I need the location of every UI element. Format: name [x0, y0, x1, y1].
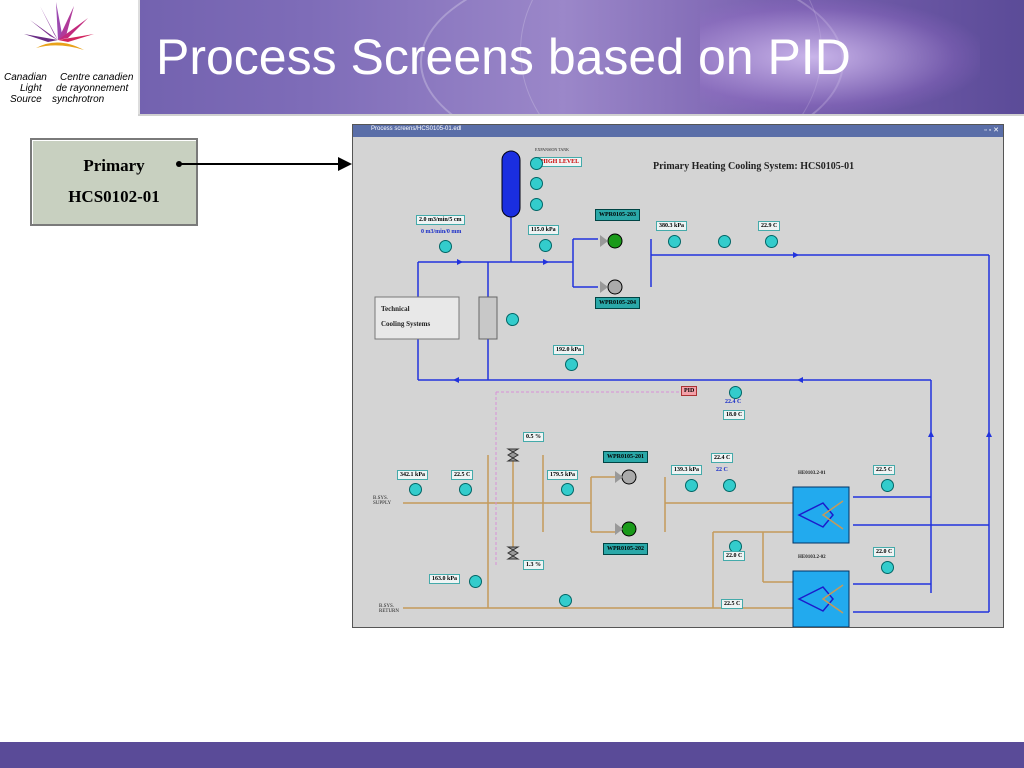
temperature-blue: 22.4 C — [725, 399, 742, 405]
flow-reading-blue: 0 m3/min/0 mm — [421, 229, 462, 235]
temperature-sensor-icon[interactable] — [881, 561, 894, 574]
window-controls[interactable]: ▫ ▫ ✕ — [984, 127, 999, 134]
window-titlebar[interactable]: Process screens/HCS0105-01.edl ▫ ▫ ✕ — [353, 125, 1003, 137]
callout-arrow — [176, 157, 352, 171]
pressure-sensor-icon[interactable] — [685, 479, 698, 492]
temperature-sensor-icon[interactable] — [723, 479, 736, 492]
logo-text: Source — [10, 94, 42, 105]
pressure-reading[interactable]: 380.3 kPa — [656, 221, 688, 231]
temperature-reading[interactable]: 22.4 C — [711, 453, 734, 463]
pressure-sensor-icon[interactable] — [539, 239, 552, 252]
pressure-sensor-icon[interactable] — [561, 483, 574, 496]
temperature-sensor-icon[interactable] — [459, 483, 472, 496]
pump-label[interactable]: WPR0105-202 — [603, 543, 648, 555]
expansion-tank-label: EXPANSION TANK — [535, 147, 570, 152]
slide-footer — [0, 742, 1024, 768]
flow-sensor-icon[interactable] — [718, 235, 731, 248]
callout-line2: HCS0102-01 — [68, 187, 160, 206]
pump-label[interactable]: WPR0105-203 — [595, 209, 640, 221]
temperature-reading[interactable]: 22.5 C — [451, 470, 474, 480]
pressure-reading[interactable]: 163.0 kPa — [429, 574, 461, 584]
logo-text: Canadian — [4, 72, 47, 83]
filter-sensor-icon[interactable] — [506, 313, 519, 326]
pressure-reading[interactable]: 139.3 kPa — [671, 465, 703, 475]
temperature-reading[interactable]: 18.0 C — [723, 410, 746, 420]
temperature-blue: 22 C — [716, 467, 728, 473]
pressure-reading[interactable]: 179.5 kPa — [547, 470, 579, 480]
supply-label: B.SYS. SUPPLY — [373, 496, 392, 506]
flow-sensor-icon[interactable] — [559, 594, 572, 607]
high-level-alarm[interactable]: HIGH LEVEL — [538, 157, 583, 167]
slide-header — [0, 0, 1024, 182]
pressure-sensor-icon[interactable] — [409, 483, 422, 496]
hx-label: HE0103.2-01 — [798, 471, 826, 476]
pump-label[interactable]: WPR0105-204 — [595, 297, 640, 309]
protein-graphic — [700, 0, 980, 114]
cls-star-icon — [24, 2, 94, 50]
primary-callout-box: Primary HCS0102-01 — [30, 138, 198, 226]
pressure-reading[interactable]: 115.0 kPa — [528, 225, 559, 235]
valve-position[interactable]: 1.3 % — [523, 560, 544, 570]
temperature-reading[interactable]: 22.5 C — [873, 465, 896, 475]
temperature-sensor-icon[interactable] — [765, 235, 778, 248]
pump-label[interactable]: WPR0105-201 — [603, 451, 648, 463]
flow-reading[interactable]: 2.0 m3/min/5 cm — [416, 215, 465, 225]
pid-controller[interactable]: PID — [681, 386, 698, 396]
process-screen-window[interactable]: Process screens/HCS0105-01.edl ▫ ▫ ✕ — [352, 124, 1004, 628]
temperature-reading[interactable]: 22.9 C — [758, 221, 781, 231]
pressure-sensor-icon[interactable] — [668, 235, 681, 248]
level-switch-icon[interactable] — [530, 198, 543, 211]
level-switch-icon[interactable] — [530, 177, 543, 190]
logo-text: de rayonnement — [56, 83, 129, 94]
pressure-reading[interactable]: 342.1 kPa — [397, 470, 429, 480]
logo-text: synchrotron — [52, 94, 105, 105]
pid-diagram — [374, 150, 992, 627]
logo-text: Centre canadien — [60, 72, 134, 83]
level-switch-icon[interactable] — [530, 157, 543, 170]
temperature-reading[interactable]: 22.5 C — [721, 599, 744, 609]
temperature-sensor-icon[interactable] — [729, 386, 742, 399]
header-divider — [138, 114, 1024, 116]
pressure-sensor-icon[interactable] — [469, 575, 482, 588]
logo-text: Light — [20, 83, 42, 94]
temperature-reading[interactable]: 22.0 C — [723, 551, 746, 561]
diagram-heading: Primary Heating Cooling System: HCS0105-… — [653, 161, 855, 172]
cls-logo: Canadian Centre canadien Light de rayonn… — [0, 0, 140, 114]
pressure-sensor-icon[interactable] — [565, 358, 578, 371]
slide-title: Process Screens based on PID — [156, 29, 851, 85]
pressure-reading[interactable]: 192.0 kPa — [553, 345, 585, 355]
valve-position[interactable]: 0.5 % — [523, 432, 544, 442]
return-label: B.SYS. RETURN — [379, 604, 399, 614]
window-title: Process screens/HCS0105-01.edl — [371, 126, 462, 132]
hx-label: HE0103.2-02 — [798, 555, 826, 560]
flow-sensor-icon[interactable] — [439, 240, 452, 253]
temperature-sensor-icon[interactable] — [881, 479, 894, 492]
tech-cooling-label: Cooling Systems — [381, 320, 431, 328]
temperature-reading[interactable]: 22.0 C — [873, 547, 896, 557]
tech-cooling-label: Technical — [381, 305, 410, 313]
callout-line1: Primary — [83, 156, 145, 175]
